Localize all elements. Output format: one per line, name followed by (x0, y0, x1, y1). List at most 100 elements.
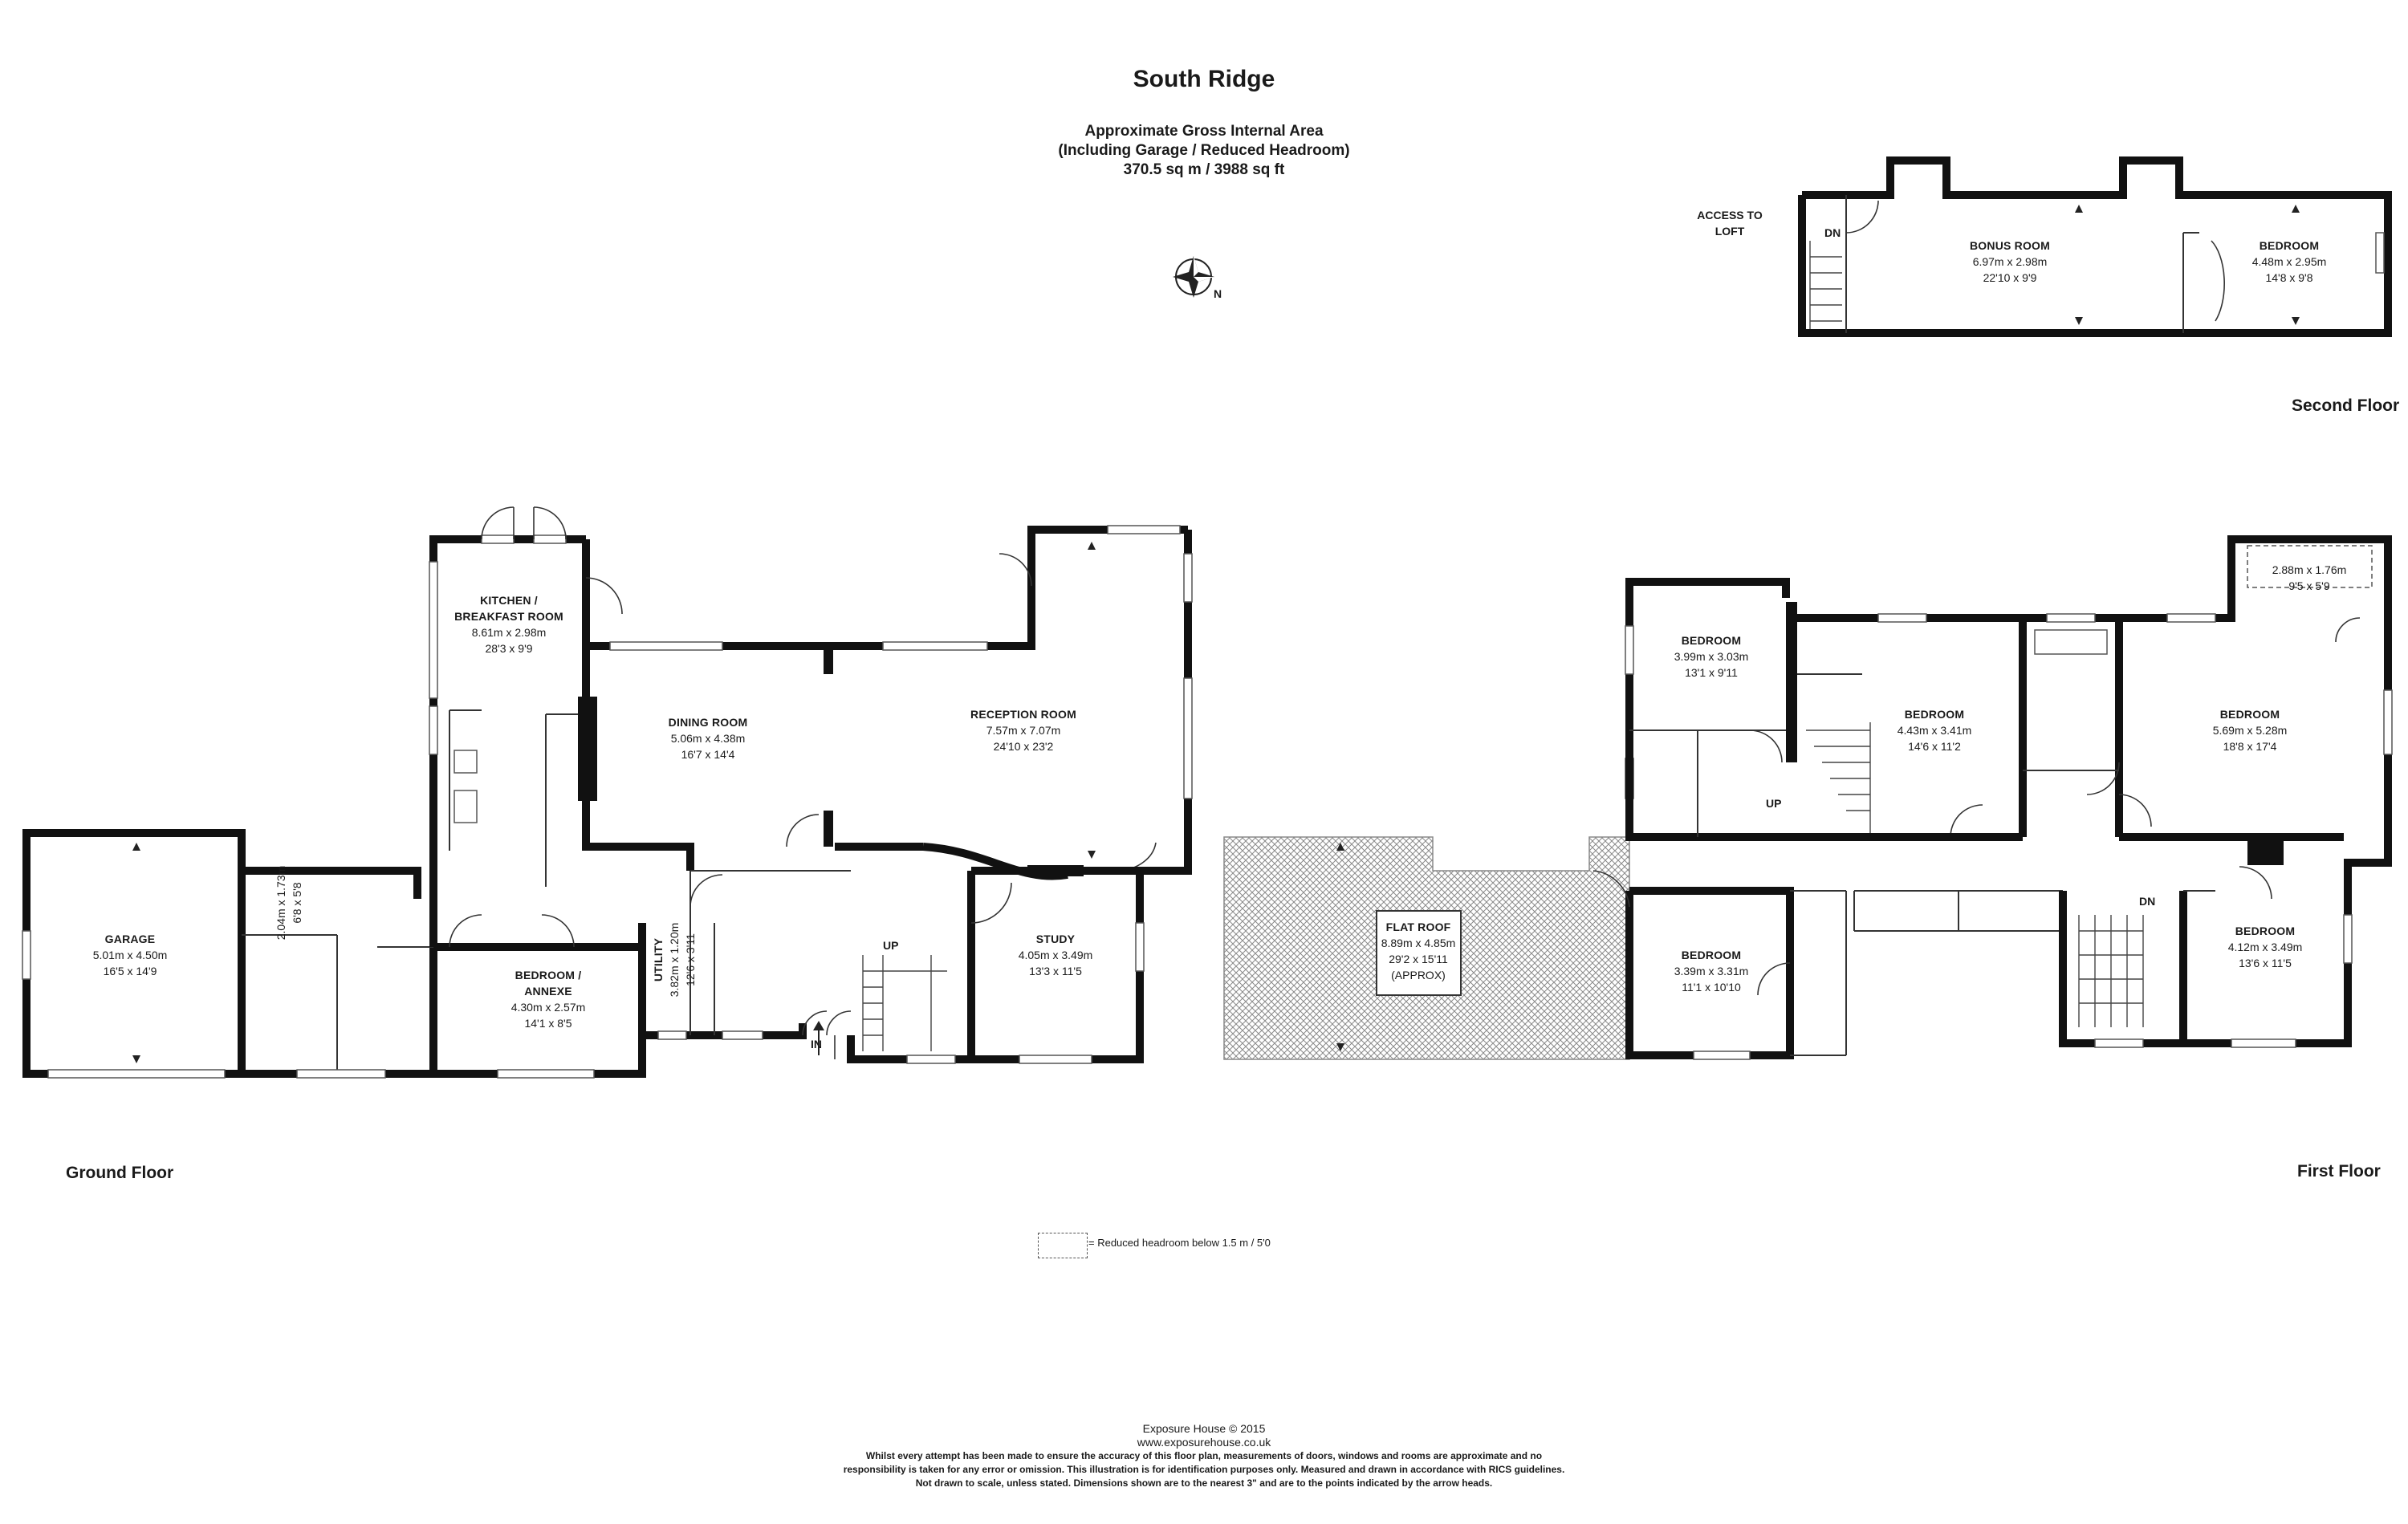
ground-floor-plan (22, 506, 1193, 1079)
legend-reduced-headroom-swatch (1038, 1233, 1088, 1258)
footer-disclaimer-2: responsibility is taken for any error or… (843, 1464, 1565, 1475)
footer-disclaimer-1: Whilst every attempt has been made to en… (865, 1450, 1543, 1461)
room-name: BEDROOM (1681, 949, 1742, 961)
room-imperial: 14'1 x 8'5 (524, 1017, 572, 1030)
room-imperial: 9'5 x 5'9 (2288, 579, 2330, 592)
room-metric: 5.01m x 4.50m (92, 949, 168, 961)
room-metric: 2.88m x 1.76m (2272, 563, 2347, 576)
room-metric: 4.12m x 3.49m (2227, 941, 2303, 953)
access-loft-line-1: ACCESS TO (1697, 209, 1763, 221)
entrance-in-marker: IN (811, 1038, 822, 1051)
floor-label-second: Second Floor (2292, 396, 2400, 415)
room-name-2: ANNEXE (524, 985, 572, 998)
compass-north-label: N (1214, 287, 1222, 300)
room-metric: 3.99m x 3.03m (1674, 650, 1749, 663)
room-utility: UTILITY 3.82m x 1.20m 12'6 x 3'11 (650, 923, 698, 998)
room-first-bedroom-1: BEDROOM 3.99m x 3.03m 13'1 x 9'11 (1674, 632, 1749, 681)
room-first-storage: 2.88m x 1.76m 9'5 x 5'9 (2272, 562, 2347, 594)
footer: Exposure House © 2015 www.exposurehouse.… (722, 1422, 1686, 1490)
access-loft-line-2: LOFT (1714, 225, 1745, 238)
room-imperial: 24'10 x 23'2 (993, 740, 1054, 753)
room-metric: 4.05m x 3.49m (1018, 949, 1093, 961)
plan-title: South Ridge (1133, 66, 1275, 92)
room-metric: 3.39m x 3.31m (1674, 965, 1749, 977)
room-first-bedroom-4: BEDROOM 3.39m x 3.31m 11'1 x 10'10 (1674, 947, 1749, 995)
room-name: UTILITY (652, 937, 665, 982)
room-name: GARAGE (104, 933, 156, 945)
room-metric: 6.97m x 2.98m (1972, 255, 2048, 268)
stairs-up-first: UP (1766, 797, 1782, 810)
room-metric: 3.82m x 1.20m (668, 922, 681, 998)
room-garage: GARAGE 5.01m x 4.50m 16'5 x 14'9 (93, 931, 168, 979)
room-reception: RECEPTION ROOM 7.57m x 7.07m 24'10 x 23'… (970, 706, 1076, 754)
room-first-bedroom-2: BEDROOM 4.43m x 3.41m 14'6 x 11'2 (1898, 706, 1972, 754)
room-study: STUDY 4.05m x 3.49m 13'3 x 11'5 (1019, 931, 1093, 979)
room-flat-roof: FLAT ROOF 8.89m x 4.85m 29'2 x 15'11 (AP… (1381, 919, 1456, 983)
stairs-down-second: DN (1824, 226, 1841, 239)
room-name: DINING ROOM (668, 716, 748, 729)
room-imperial: 11'1 x 10'10 (1682, 981, 1741, 994)
room-name: BEDROOM (1904, 708, 1965, 721)
room-name: KITCHEN / (480, 594, 538, 607)
room-dining: DINING ROOM 5.06m x 4.38m 16'7 x 14'4 (669, 714, 748, 762)
room-bonus: BONUS ROOM 6.97m x 2.98m 22'10 x 9'9 (1970, 238, 2050, 286)
room-annexe: BEDROOM / ANNEXE 4.30m x 2.57m 14'1 x 8'… (511, 967, 586, 1031)
room-name: FLAT ROOF (1385, 920, 1451, 933)
room-second-bedroom: BEDROOM 4.48m x 2.95m 14'8 x 9'8 (2252, 238, 2327, 286)
room-imperial: 13'1 x 9'11 (1685, 666, 1738, 679)
room-kitchen: KITCHEN / BREAKFAST ROOM 8.61m x 2.98m 2… (454, 592, 563, 656)
dimension-arrows (132, 205, 2300, 1063)
floor-label-ground: Ground Floor (66, 1164, 174, 1182)
room-first-bedroom-5: BEDROOM 4.12m x 3.49m 13'6 x 11'5 (2228, 923, 2303, 971)
room-imperial: 22'10 x 9'9 (1983, 271, 2037, 284)
room-name: BEDROOM (2219, 708, 2280, 721)
room-imperial: 14'6 x 11'2 (1908, 740, 1961, 753)
room-imperial: 13'6 x 11'5 (2239, 957, 2292, 969)
room-name: BEDROOM (2235, 925, 2296, 937)
room-hall-small: 2.04m x 1.73m 6'8 x 5'8 (273, 866, 305, 941)
room-metric: 4.43m x 3.41m (1897, 724, 1972, 737)
area-line-1: Approximate Gross Internal Area (1084, 123, 1324, 140)
room-metric: 7.57m x 7.07m (986, 724, 1061, 737)
footer-disclaimer-3: Not drawn to scale, unless stated. Dimen… (915, 1477, 1493, 1489)
room-metric: 5.06m x 4.38m (670, 732, 746, 745)
area-line-2: (Including Garage / Reduced Headroom) (1058, 142, 1350, 159)
room-name: STUDY (1035, 933, 1076, 945)
room-name: RECEPTION ROOM (970, 708, 1076, 721)
legend-text: = Reduced headroom below 1.5 m / 5'0 (1088, 1237, 1271, 1249)
stairs-down-first: DN (2139, 895, 2156, 908)
room-imperial: 29'2 x 15'11 (1389, 953, 1448, 965)
room-imperial: 12'6 x 3'11 (684, 933, 697, 986)
second-floor-plan (1798, 156, 2392, 337)
stairs-up-ground: UP (883, 939, 899, 952)
room-name: BONUS ROOM (1970, 239, 2050, 252)
access-to-loft-label: ACCESS TO LOFT (1686, 207, 1774, 239)
room-imperial: 13'3 x 11'5 (1029, 965, 1082, 977)
room-metric: 8.89m x 4.85m (1381, 937, 1456, 949)
room-metric: 4.48m x 2.95m (2251, 255, 2327, 268)
room-metric: 2.04m x 1.73m (275, 865, 287, 941)
room-name: BEDROOM (2259, 239, 2320, 252)
footer-website: www.exposurehouse.co.uk (1137, 1436, 1271, 1449)
room-imperial: 28'3 x 9'9 (485, 642, 533, 655)
room-imperial: 16'5 x 14'9 (103, 965, 157, 977)
flat-roof-label-box (1376, 910, 1462, 996)
room-name: BEDROOM / (515, 969, 582, 981)
first-floor-plan (1223, 535, 2393, 1060)
garage-door (47, 1069, 226, 1079)
room-name-2: BREAKFAST ROOM (454, 610, 563, 623)
room-metric: 8.61m x 2.98m (471, 626, 547, 639)
room-metric: 5.69m x 5.28m (2212, 724, 2288, 737)
room-name: BEDROOM (1681, 634, 1742, 647)
room-note: (APPROX) (1391, 969, 1446, 981)
garage-window (22, 930, 31, 980)
floor-label-first: First Floor (2297, 1162, 2381, 1181)
compass-icon (1173, 256, 1214, 298)
footer-company: Exposure House © 2015 (1142, 1422, 1266, 1435)
room-imperial: 6'8 x 5'8 (291, 882, 303, 924)
room-imperial: 16'7 x 14'4 (681, 748, 735, 761)
area-line-3: 370.5 sq m / 3988 sq ft (1123, 161, 1285, 178)
room-imperial: 18'8 x 17'4 (2223, 740, 2277, 753)
room-imperial: 14'8 x 9'8 (2265, 271, 2313, 284)
